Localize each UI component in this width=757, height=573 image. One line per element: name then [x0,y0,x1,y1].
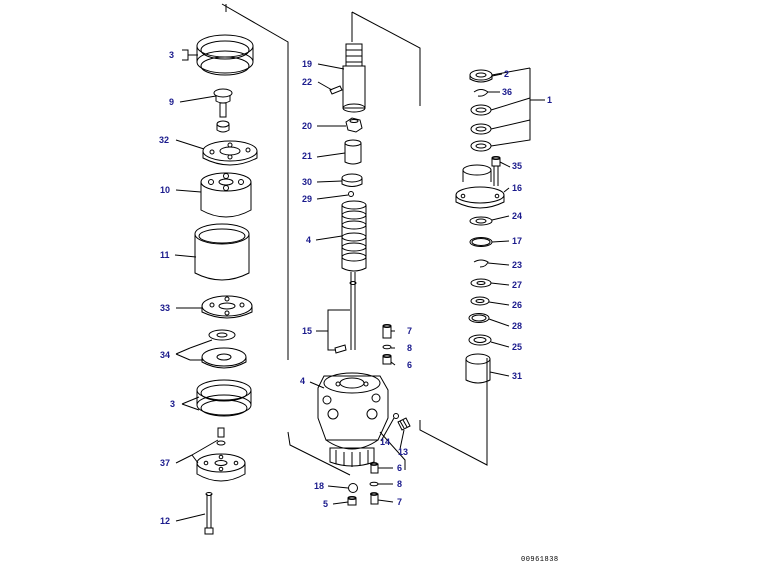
part-34-springs [201,329,247,369]
callout-22: 22 [302,77,313,87]
part-10-cylinder-block [200,172,252,218]
part-20-nut [345,117,363,133]
callout-36: 36 [502,87,513,97]
callout-9: 9 [169,97,175,107]
part-35-bolt [491,156,501,186]
callout-27: 27 [512,280,523,290]
callout-25: 25 [512,342,523,352]
callout-18: 18 [314,481,325,491]
callout-3-lower: 3 [170,399,176,409]
part-3-seal-upper [196,34,254,76]
part-3-seal-lower [196,379,252,417]
callout-20: 20 [302,121,313,131]
part-31-bushing [465,353,491,384]
part-37-cover [196,427,246,482]
callout-10: 10 [160,185,171,195]
callout-21: 21 [302,151,313,161]
leader-lines [174,49,545,522]
callout-2: 2 [504,69,510,79]
part-26-gear [470,296,490,306]
callout-11: 11 [160,250,170,260]
callout-19: 19 [302,59,313,69]
part-16-flange-housing [455,164,505,209]
callout-7-lower: 7 [397,497,403,507]
callout-5: 5 [323,499,329,509]
part-7-plug-upper [382,324,392,339]
part-1-bearing-set [470,104,492,152]
part-11-sleeve [194,223,250,281]
part-6-plug-upper [382,354,392,365]
part-27-washer [470,278,492,288]
callout-17: 17 [512,236,523,246]
part-24-washer [469,216,493,226]
part-15-rod [334,272,357,354]
part-5-plug [347,496,357,506]
callout-13: 13 [398,447,409,457]
part-8-oring-lower [369,481,379,487]
callout-31: 31 [512,371,523,381]
part-32-plate [202,140,258,166]
callout-34: 34 [160,350,171,360]
part-4-spool-stack [341,200,367,272]
part-17-oring [469,237,493,247]
callout-12: 12 [160,516,171,526]
callout-37: 37 [160,458,171,468]
callout-6-lower: 6 [397,463,403,473]
callout-7-upper: 7 [407,326,413,336]
callout-14: 14 [380,437,391,447]
part-12-bolt [204,492,214,535]
callout-29: 29 [302,194,313,204]
part-4-housing [317,372,389,467]
callout-33: 33 [160,303,171,313]
callout-23: 23 [512,260,523,270]
part-8-oring-upper [382,344,392,350]
callout-8-lower: 8 [397,479,403,489]
callout-1: 1 [547,95,553,105]
callout-28: 28 [512,321,523,331]
assembly-bracket-lines [221,3,488,476]
callout-8-upper: 8 [407,343,413,353]
drawing-code: 00961838 [521,556,559,564]
part-25-ring [468,334,492,346]
part-28-ring [468,313,490,323]
callout-6-upper: 6 [407,360,413,370]
callout-15: 15 [302,326,313,336]
callout-30: 30 [302,177,313,187]
part-30-collar [341,173,363,187]
part-21-spacer [344,139,362,165]
callout-35: 35 [512,161,523,171]
callout-3-upper: 3 [169,50,175,60]
part-13-plug [397,417,411,431]
callout-26: 26 [512,300,523,310]
part-2-bearing [469,69,493,83]
part-9-pin [213,88,233,133]
callout-24: 24 [512,211,523,221]
part-22-key [329,85,343,95]
part-14-check-valve [393,413,399,419]
callout-4-housing: 4 [300,376,306,386]
part-33-plate [201,295,253,319]
callout-4-spool: 4 [306,235,312,245]
callout-16: 16 [512,183,523,193]
part-36-snap-ring [473,89,489,97]
part-29-ball [348,191,354,197]
part-23-snap-ring [473,259,489,268]
part-18-ball [348,483,358,493]
part-7-plug-lower [370,492,379,505]
part-6-plug-lower [370,462,379,474]
callout-32: 32 [159,135,170,145]
part-19-shaft [342,43,366,113]
